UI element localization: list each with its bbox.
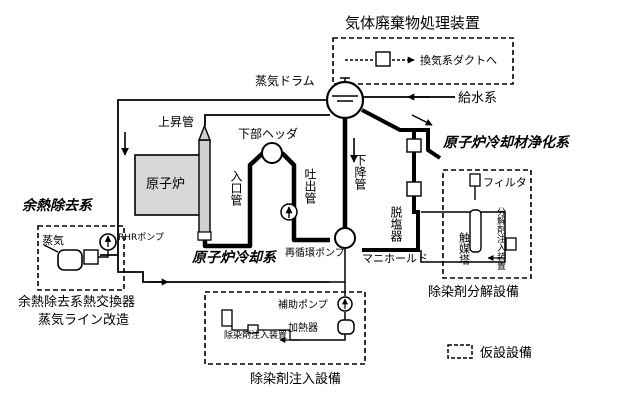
gas-waste-label: 気体廃棄物処理装置 [345, 14, 480, 32]
legend-label: 仮設設備 [480, 345, 532, 361]
rhr-hx-valve [83, 249, 99, 265]
gas-waste-box [332, 37, 514, 85]
drum-water-line [332, 95, 358, 102]
steam-drum [325, 80, 365, 120]
injector-tank [221, 309, 233, 327]
exhaust-duct-label: 換気系ダクトへ [420, 53, 497, 67]
feedwater-label: 給水系 [458, 91, 497, 106]
hx-label-line2: 蒸気ライン改造 [38, 312, 129, 328]
riser-pipe [204, 114, 330, 126]
manifold-label: マニホールド [362, 252, 428, 265]
recirc-pump-label: 再循環ポンプ [285, 246, 345, 259]
exhaust-device [375, 51, 391, 67]
injector-device-label: 除染剤注入装置 [224, 329, 287, 341]
decomp-injector-unit [505, 237, 517, 251]
outer-loop-pipe [100, 99, 330, 283]
drum-top-valve [340, 77, 350, 83]
riser-label: 上昇管 [158, 114, 194, 129]
lower-header [261, 142, 283, 164]
legend-dashed-box [447, 344, 473, 359]
cleanup-valve [406, 138, 422, 153]
riser-column [198, 139, 211, 241]
lower-header-label: 下部ヘッダ [238, 126, 298, 141]
cleanup-thick-pipe [361, 108, 442, 252]
decomp-facility-label: 除染剤分解設備 [428, 284, 519, 300]
heater-unit [337, 319, 355, 335]
reactor-label: 原子炉 [146, 177, 185, 192]
decomp-box [442, 169, 532, 279]
aux-pump-label: 補助ポンプ [278, 298, 328, 311]
filter-unit [469, 173, 481, 187]
cooling-loop-thick [202, 151, 330, 249]
hx-label-line1: 余熱除去系熱交換器 [18, 294, 135, 310]
cleanup-arrow [411, 114, 433, 126]
rhr-system-label: 余熱除去系 [22, 197, 94, 214]
rhr-hx-box [37, 225, 125, 291]
rhr-pump-label: RHRポンプ [118, 232, 164, 243]
catalyst-tower-label: 触媒塔 [458, 231, 471, 266]
catalyst-tower [469, 209, 482, 253]
injection-facility-label: 除染剤注入設備 [250, 371, 341, 387]
injector-valve [247, 324, 259, 334]
steam-drum-label: 蒸気ドラム [255, 73, 315, 88]
steam-label: 蒸気 [42, 233, 64, 247]
recirc-pump [334, 227, 356, 249]
heater-label: 加熱器 [288, 321, 318, 334]
decomp-injector-label: 分解剤注入装置 [495, 207, 506, 270]
cooling-system-label: 原子炉冷却系 [191, 249, 278, 266]
injector-line [231, 326, 291, 340]
rhr-heat-exchanger [57, 249, 83, 271]
downcomer-label: 下降管 [353, 154, 367, 191]
inlet-pipe-label: 入口管 [229, 170, 243, 207]
injection-box [204, 291, 366, 365]
rhr-link [98, 250, 109, 258]
riser-top [197, 124, 212, 141]
reactor-base [197, 231, 212, 241]
demineralizer-label: 脱塩器 [389, 205, 403, 243]
demineralizer-unit [406, 181, 422, 197]
outlet-pipe-label: 吐出管 [303, 168, 317, 205]
cleanup-system-label: 原子炉冷却材浄化系 [442, 134, 571, 151]
filter-label: フィルタ [483, 176, 527, 189]
steam-line [43, 244, 59, 253]
